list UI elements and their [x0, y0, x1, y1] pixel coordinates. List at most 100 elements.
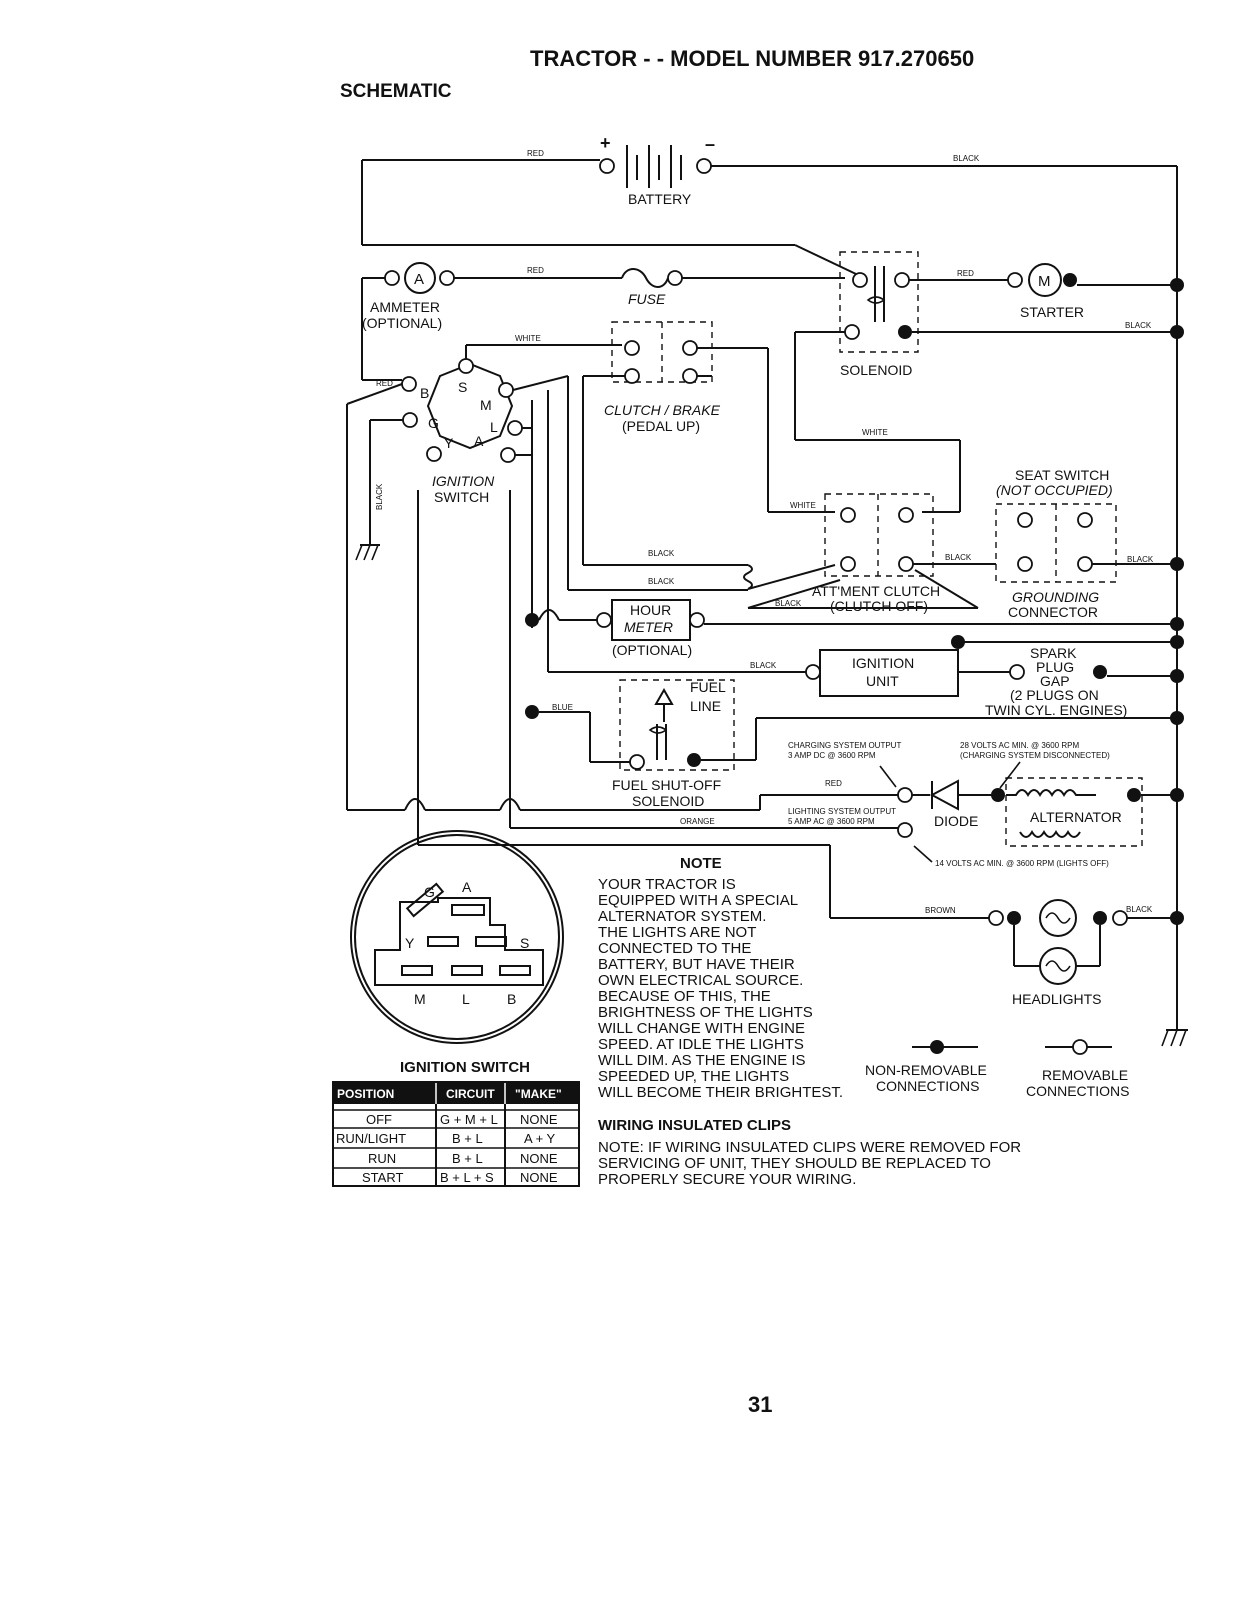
svg-text:CONNECTED TO THE: CONNECTED TO THE	[598, 940, 751, 957]
lighting-spec-2: 5 AMP AC @ 3600 RPM	[788, 817, 875, 826]
ignition-switch: S B M G L Y A IGNITION SWITCH	[401, 358, 523, 505]
table-cell: B + L	[452, 1151, 483, 1166]
svg-text:B: B	[507, 991, 516, 1007]
table-cell: NONE	[520, 1170, 558, 1185]
svg-text:L: L	[490, 419, 498, 435]
ignition-unit: IGNITION UNIT	[805, 649, 959, 697]
svg-text:EQUIPPED WITH A SPECIAL: EQUIPPED WITH A SPECIAL	[598, 892, 798, 909]
battery-minus: –	[705, 134, 715, 154]
svg-text:(2 PLUGS ON: (2 PLUGS ON	[1010, 687, 1099, 703]
svg-text:NOTE: IF WIRING INSULATED CLIP: NOTE: IF WIRING INSULATED CLIPS WERE REM…	[598, 1139, 1021, 1156]
svg-text:SWITCH: SWITCH	[434, 489, 489, 505]
svg-text:B: B	[420, 385, 429, 401]
svg-text:ALTERNATOR: ALTERNATOR	[1030, 809, 1122, 825]
wire-brown: BROWN	[925, 906, 956, 915]
svg-text:WILL BECOME THEIR BRIGHTEST.: WILL BECOME THEIR BRIGHTEST.	[598, 1084, 843, 1101]
svg-text:THE LIGHTS ARE NOT: THE LIGHTS ARE NOT	[598, 924, 756, 941]
ignition-switch-face: G A Y S M L B	[350, 830, 564, 1044]
volts14-spec: 14 VOLTS AC MIN. @ 3600 RPM (LIGHTS OFF)	[935, 859, 1109, 868]
table-cell: G + M + L	[440, 1112, 498, 1127]
svg-text:L: L	[462, 991, 470, 1007]
wire-black-attclutch: BLACK	[775, 599, 802, 608]
svg-text:BLUE: BLUE	[552, 703, 573, 712]
svg-text:IGNITION: IGNITION	[852, 655, 914, 671]
svg-text:SPARK: SPARK	[1030, 645, 1077, 661]
wire-black-headlights: BLACK	[1126, 905, 1153, 914]
svg-text:SOLENOID: SOLENOID	[632, 793, 704, 809]
svg-text:FUEL SHUT-OFF: FUEL SHUT-OFF	[612, 777, 721, 793]
fuel-shutoff-solenoid: BLUE FUEL LINE FUEL SHUT-OFF SOLENOID	[525, 679, 1177, 809]
svg-text:SEAT SWITCH: SEAT SWITCH	[1015, 467, 1109, 483]
wire-black-grounding: BLACK	[1127, 555, 1154, 564]
charging-spec-2: 3 AMP DC @ 3600 RPM	[788, 751, 876, 760]
battery-label: BATTERY	[628, 191, 692, 207]
starter: M STARTER	[1007, 263, 1177, 320]
svg-text:BECAUSE OF THIS, THE: BECAUSE OF THIS, THE	[598, 988, 771, 1005]
svg-text:DIODE: DIODE	[934, 813, 978, 829]
ground-connection	[1170, 635, 1184, 649]
wire-orange: ORANGE	[680, 817, 715, 826]
svg-text:M: M	[414, 991, 426, 1007]
wire-black-clutch2: BLACK	[648, 577, 675, 586]
svg-text:CONNECTOR: CONNECTOR	[1008, 604, 1098, 620]
attachment-clutch-switch: ATT'MENT CLUTCH (CLUTCH OFF)	[812, 493, 940, 614]
svg-text:Y: Y	[405, 935, 415, 951]
svg-text:A: A	[474, 433, 484, 449]
battery: + – BATTERY	[362, 133, 1177, 207]
wire-black-solenoid: BLACK	[1125, 321, 1152, 330]
clips-title: WIRING INSULATED CLIPS	[598, 1117, 791, 1134]
svg-text:YOUR TRACTOR IS: YOUR TRACTOR IS	[598, 876, 736, 893]
svg-text:(OPTIONAL): (OPTIONAL)	[362, 315, 442, 331]
wire-red-ammeter: RED	[527, 266, 544, 275]
table-cell: A + Y	[524, 1131, 556, 1146]
table-header: POSITION	[337, 1087, 394, 1101]
svg-text:GROUNDING: GROUNDING	[1012, 589, 1099, 605]
svg-text:M: M	[480, 397, 492, 413]
svg-text:SERVICING OF UNIT, THEY SHOULD: SERVICING OF UNIT, THEY SHOULD BE REPLAC…	[598, 1155, 991, 1172]
ground-connection	[1170, 669, 1184, 683]
volts28-spec-2: (CHARGING SYSTEM DISCONNECTED)	[960, 751, 1110, 760]
charging-spec-1: CHARGING SYSTEM OUTPUT	[788, 741, 901, 750]
svg-text:(OPTIONAL): (OPTIONAL)	[612, 642, 692, 658]
page-title: TRACTOR - - MODEL NUMBER 917.270650	[530, 46, 974, 71]
svg-text:CLUTCH / BRAKE: CLUTCH / BRAKE	[604, 402, 721, 418]
table-cell: START	[362, 1170, 403, 1185]
wire-red-charge: RED	[825, 779, 842, 788]
table-cell: RUN/LIGHT	[336, 1131, 406, 1146]
svg-text:NON-REMOVABLE: NON-REMOVABLE	[865, 1062, 987, 1078]
alternator-connection	[991, 788, 1005, 802]
svg-text:G: G	[428, 415, 439, 431]
svg-text:SPEED. AT IDLE THE LIGHTS: SPEED. AT IDLE THE LIGHTS	[598, 1036, 804, 1053]
svg-text:A: A	[414, 271, 424, 288]
wire-white-ignition: WHITE	[515, 334, 541, 343]
svg-text:(PEDAL UP): (PEDAL UP)	[622, 418, 700, 434]
volts28-spec-1: 28 VOLTS AC MIN. @ 3600 RPM	[960, 741, 1079, 750]
legend-removable: REMOVABLE CONNECTIONS	[1026, 1039, 1129, 1099]
svg-text:(CLUTCH OFF): (CLUTCH OFF)	[830, 598, 928, 614]
svg-text:(NOT OCCUPIED): (NOT OCCUPIED)	[996, 482, 1113, 498]
svg-text:CONNECTIONS: CONNECTIONS	[1026, 1083, 1129, 1099]
note-body: YOUR TRACTOR IS EQUIPPED WITH A SPECIAL …	[598, 876, 843, 1101]
svg-text:BRIGHTNESS OF THE LIGHTS: BRIGHTNESS OF THE LIGHTS	[598, 1004, 813, 1021]
svg-text:A: A	[462, 879, 472, 895]
svg-text:S: S	[458, 379, 467, 395]
wire-white-seat: WHITE	[862, 428, 888, 437]
svg-text:BATTERY, BUT HAVE THEIR: BATTERY, BUT HAVE THEIR	[598, 956, 795, 973]
ground-connection	[1170, 911, 1184, 925]
svg-text:SPEEDED UP, THE LIGHTS: SPEEDED UP, THE LIGHTS	[598, 1068, 789, 1085]
ground-connection	[1170, 557, 1184, 571]
table-header: CIRCUIT	[446, 1087, 495, 1101]
table-cell: B + L	[452, 1131, 483, 1146]
diode: DIODE	[897, 779, 992, 829]
wire-black-ground: BLACK	[375, 483, 384, 510]
svg-text:PROPERLY SECURE YOUR WIRING.: PROPERLY SECURE YOUR WIRING.	[598, 1171, 856, 1188]
svg-text:HEADLIGHTS: HEADLIGHTS	[1012, 991, 1101, 1007]
table-header: "MAKE"	[515, 1087, 562, 1101]
table-cell: RUN	[368, 1151, 396, 1166]
wire-black-battery: BLACK	[953, 154, 980, 163]
ground-connection	[1170, 617, 1184, 631]
table-cell: NONE	[520, 1112, 558, 1127]
seat-switch: SEAT SWITCH (NOT OCCUPIED) GROUNDING CON…	[995, 467, 1117, 620]
alternator: ALTERNATOR	[1005, 777, 1143, 847]
